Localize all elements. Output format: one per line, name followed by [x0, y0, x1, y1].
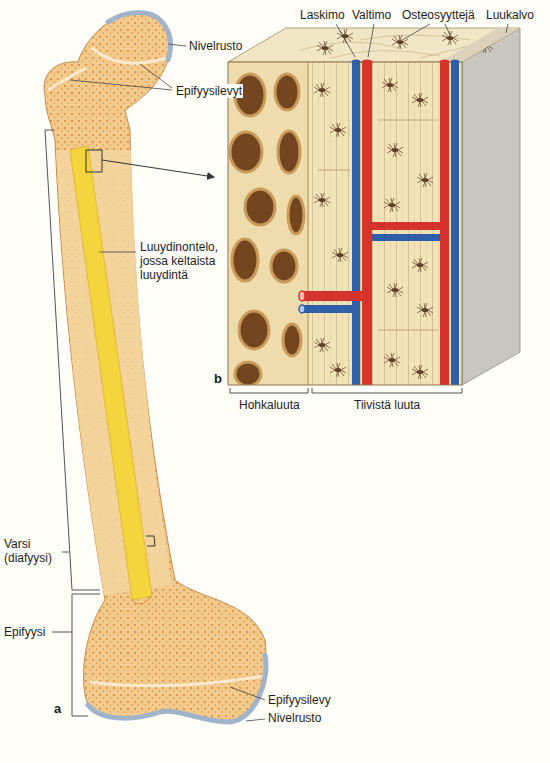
plate-label: Epifyysilevy [268, 693, 331, 707]
cartilage-label: Nivelrusto [268, 711, 321, 725]
shaft-label: Varsi (diafyysi) [4, 537, 62, 565]
cavity-label: Luuydinontelo, jossa keltaista luuydintä [139, 240, 227, 282]
spongy-label: Hohkaluuta [239, 398, 300, 412]
periosteum-label: Luukalvo [486, 8, 534, 22]
artery-label: Valtimo [352, 8, 391, 22]
osteocyte-label: Osteosyyttejä [402, 8, 475, 22]
figure-letter: b [214, 372, 222, 386]
plate-label: Epifyysilevyt [175, 84, 243, 98]
figure-letter: a [54, 702, 61, 716]
cartilage-label: Nivelrusto [189, 39, 242, 53]
epiphysis-label: Epifyysi [4, 625, 45, 639]
compact-label: Tiivistä luuta [354, 398, 420, 412]
vein-label: Laskimo [300, 8, 345, 22]
